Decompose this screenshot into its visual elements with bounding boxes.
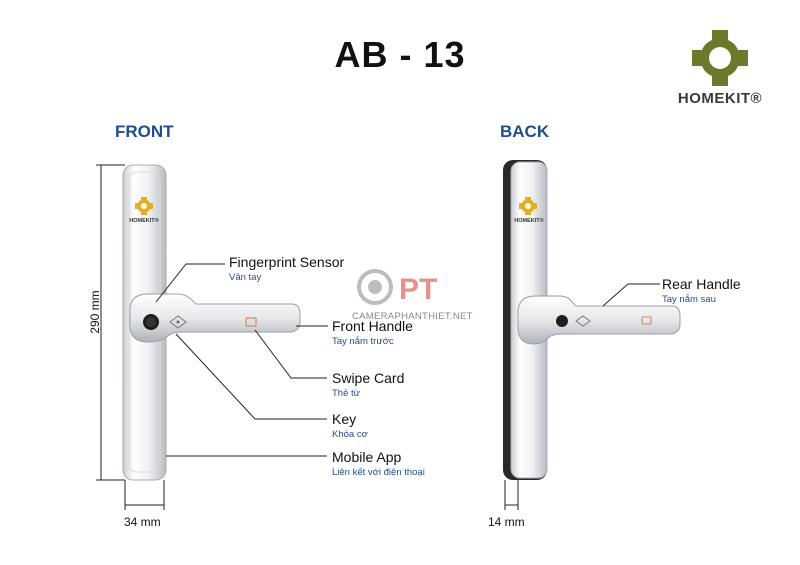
height-dimension-line — [96, 164, 125, 481]
fingerprint-sensor-label: Fingerprint Sensor Vân tay — [229, 254, 344, 283]
brand-name: HOMEKIT® — [677, 90, 763, 107]
fingerprint-sensor-subtitle: Vân tay — [229, 272, 262, 283]
front-handle-subtitle: Tay nắm trước — [332, 336, 394, 347]
rear-handle-subtitle: Tay nắm sau — [662, 294, 716, 305]
product-title: AB - 13 — [334, 34, 466, 75]
front-width-dimension-label: 34 mm — [124, 515, 161, 529]
swipe-card-title: Swipe Card — [332, 370, 405, 386]
watermark-camera-icon: PT — [357, 269, 437, 306]
mobile-app-label: Mobile App Liên kết với điện thoại — [332, 449, 425, 478]
front-plate-logo-icon — [135, 197, 153, 215]
mobile-app-subtitle: Liên kết với điện thoại — [332, 467, 425, 478]
back-width-dimension-label: 14 mm — [488, 515, 525, 529]
brand-logo: HOMEKIT® — [655, 28, 785, 107]
section-back-title: BACK — [500, 122, 550, 141]
watermark-letters: PT — [399, 273, 437, 306]
section-front-title: FRONT — [115, 122, 174, 141]
mobile-app-title: Mobile App — [332, 449, 402, 465]
fingerprint-sensor-title: Fingerprint Sensor — [229, 254, 345, 270]
front-handle-title: Front Handle — [332, 318, 413, 334]
rear-handle-title: Rear Handle — [662, 276, 741, 292]
watermark-logo: PT — [355, 265, 475, 316]
homekit-logo-icon — [692, 30, 748, 86]
watermark-text: CAMERAPHANTHIET.NET — [352, 311, 473, 322]
rear-handle-label: Rear Handle Tay nắm sau — [662, 276, 741, 305]
key-title: Key — [332, 411, 357, 427]
front-plate-logo-text: HOMEKIT® — [129, 217, 158, 224]
swipe-card-label: Swipe Card Thẻ từ — [332, 370, 404, 399]
front-width-dimension-line — [124, 480, 165, 510]
front-handle — [129, 293, 301, 343]
swipe-card-subtitle: Thẻ từ — [332, 388, 361, 399]
front-leader-lines — [155, 263, 328, 457]
rear-handle — [517, 295, 681, 345]
front-handle-label: Front Handle Tay nắm trước — [332, 318, 413, 347]
key-label: Key Khóa cơ — [332, 411, 368, 440]
back-plate-logo-icon — [519, 197, 537, 215]
back-leader-line — [602, 283, 660, 307]
key-subtitle: Khóa cơ — [332, 429, 368, 440]
back-width-dimension-line — [504, 480, 519, 510]
back-plate-logo-text: HOMEKIT® — [514, 217, 543, 224]
